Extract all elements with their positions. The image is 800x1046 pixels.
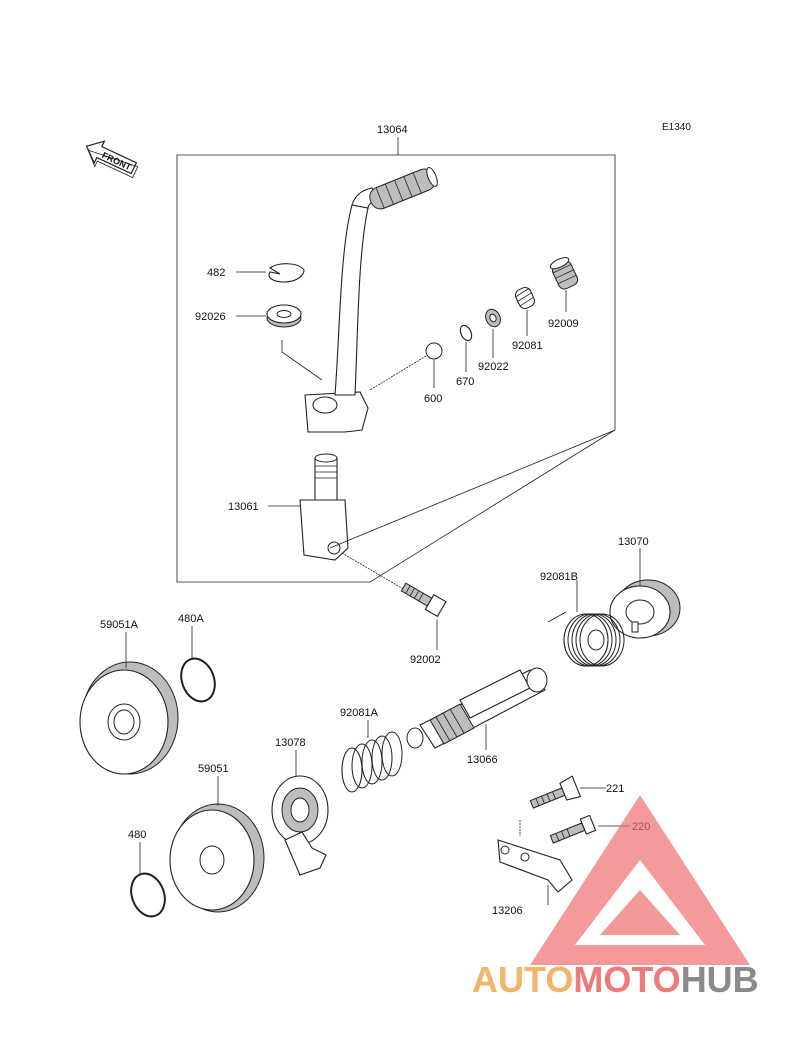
label-600: 600 [424,393,442,405]
label-670: 670 [456,376,474,388]
label-221: 221 [606,783,624,795]
kick-pedal-assembly-box [176,154,616,583]
label-92022: 92022 [478,361,509,373]
spring-92081 [514,287,536,309]
bolt-92002 [400,582,447,618]
label-92081B: 92081B [540,571,578,583]
label-92081: 92081 [512,340,543,352]
plate-13206 [497,820,573,893]
label-92002: 92002 [410,654,441,666]
label-59051A: 59051A [100,619,139,631]
collar-13070 [609,579,681,639]
label-59051: 59051 [198,763,229,775]
label-482: 482 [207,267,225,279]
circlip-482 [268,263,305,283]
bolt-220 [549,814,597,844]
gear-59051A [79,661,179,775]
gear-59051 [169,803,265,913]
circlip-480A [180,657,216,703]
label-92081A: 92081A [340,707,379,719]
label-13061: 13061 [228,501,259,513]
label-13206: 13206 [492,905,523,917]
washer-92026 [266,304,302,328]
watermark-text: AUTOMOTOHUB [472,959,759,1000]
ring-670 [459,324,473,342]
label-480A: 480A [178,613,204,625]
label-13066: 13066 [467,754,498,766]
label-13070: 13070 [618,536,649,548]
label-480: 480 [128,829,146,841]
washer-92022 [485,308,501,328]
label-13064: 13064 [377,124,408,136]
torsion-spring-92081B [547,611,625,667]
automotohub-logo-watermark [530,795,750,965]
label-92026: 92026 [195,311,226,323]
ratchet-gear-13078 [271,775,329,876]
plug-92009 [549,257,579,290]
label-13078: 13078 [275,737,306,749]
diagram-ref-code: E1340 [662,122,691,133]
label-92009: 92009 [548,318,579,330]
kick-shaft-13066 [406,667,548,749]
front-arrow-icon: FRONT [85,140,139,179]
circlip-480 [130,872,166,918]
kick-pedal-arm [304,167,438,433]
coil-spring-92081A [341,731,403,793]
ball-600 [425,342,443,360]
kick-boss-13061 [299,453,349,561]
screw-221 [529,775,582,809]
